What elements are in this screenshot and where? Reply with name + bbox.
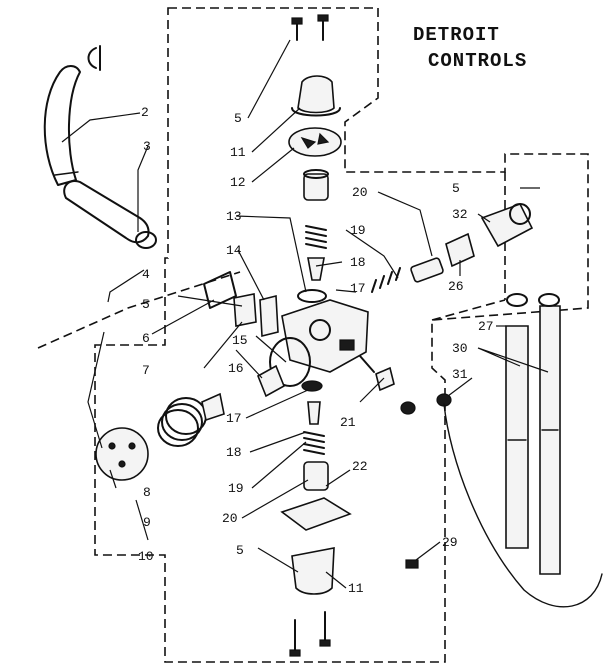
callout-11-bottom: 11 (348, 581, 364, 596)
plunger-18-top (307, 257, 325, 281)
left-group-boundary (37, 271, 241, 349)
callout-20-top: 20 (352, 185, 368, 200)
callout-27: 27 (478, 319, 494, 334)
fitting-16 (256, 364, 286, 398)
leader-lines (61, 39, 549, 589)
title-line-2: CONTROLS (428, 50, 527, 72)
callout-14: 14 (226, 243, 242, 258)
gasket-26 (445, 232, 475, 268)
callout-8: 8 (143, 485, 151, 500)
valve-group-boundary (94, 7, 589, 663)
callout-20-bottom: 20 (222, 511, 238, 526)
callout-3: 3 (143, 139, 151, 154)
callout-22: 22 (352, 459, 368, 474)
callout-9: 9 (143, 515, 151, 530)
diaphragm-22 (280, 497, 352, 531)
hose-27-loop (443, 403, 603, 608)
plunger-17-bottom (301, 380, 323, 392)
spring-8 (157, 397, 207, 447)
title-line-1: DETROIT (413, 24, 500, 46)
callout-17-top: 17 (350, 281, 366, 296)
plunger-20-top (303, 169, 329, 201)
diaphragm-12 (288, 127, 342, 157)
callout-30: 30 (452, 341, 468, 356)
plunger-20-right (410, 257, 444, 283)
plunger-18-bottom (307, 401, 321, 425)
callout-4: 4 (142, 267, 150, 282)
callout-12: 12 (230, 175, 246, 190)
top-actuator-housing (291, 75, 341, 117)
callout-19-bottom: 19 (228, 481, 244, 496)
screw-29 (405, 559, 419, 569)
bottom-screws (289, 611, 331, 657)
callout-5-bottom: 5 (236, 543, 244, 558)
callout-31: 31 (452, 367, 468, 382)
callout-18-top: 18 (350, 255, 366, 270)
callout-7: 7 (142, 363, 150, 378)
callout-10: 10 (138, 549, 154, 564)
callout-29: 29 (442, 535, 458, 550)
callout-19-top: 19 (350, 223, 366, 238)
plunger-20-bottom (303, 461, 329, 491)
callout-26: 26 (448, 279, 464, 294)
hose-part-3 (63, 180, 157, 249)
hose-part-2 (43, 45, 101, 186)
spring-19-right (371, 267, 401, 293)
callout-16: 16 (228, 361, 244, 376)
clamp-6 (203, 271, 237, 309)
callout-13: 13 (226, 209, 242, 224)
valve-body (281, 289, 375, 373)
spring-19-top (305, 225, 327, 249)
callout-11-top: 11 (230, 145, 246, 160)
fitting-21 (375, 366, 395, 392)
coupler-9 (201, 392, 225, 422)
callout-labels: 2 3 4 5 5 5 5 6 7 8 9 10 11 11 12 13 14 … (138, 105, 494, 596)
oring-15 (269, 337, 311, 387)
spring-19-bottom (303, 431, 325, 455)
callout-32: 32 (452, 207, 468, 222)
top-screws (291, 14, 329, 41)
callout-5-right: 5 (452, 181, 460, 196)
bottom-actuator-housing (291, 547, 335, 595)
callout-18-bottom: 18 (226, 445, 242, 460)
housing-32 (480, 203, 534, 248)
callout-2: 2 (141, 105, 149, 120)
callout-5-top: 5 (234, 111, 242, 126)
callout-6: 6 (142, 331, 150, 346)
gasket-14 (259, 294, 279, 338)
callout-15: 15 (232, 333, 248, 348)
callout-17-bottom: 17 (226, 411, 242, 426)
callout-5-left: 5 (142, 297, 150, 312)
callout-21: 21 (340, 415, 356, 430)
cap-10 (95, 427, 149, 481)
gasket-7 (233, 293, 257, 327)
hose-assembly-30 (505, 293, 561, 575)
